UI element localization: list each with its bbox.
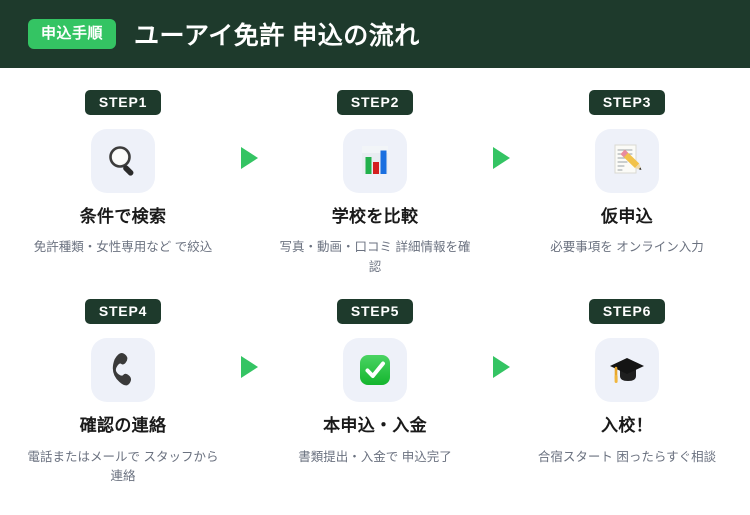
green-check-box-icon [343, 338, 407, 403]
step-title-5: 本申込・入金 [323, 416, 427, 436]
step-desc-4: 電話またはメールで スタッフから連絡 [27, 449, 219, 483]
step-title-3: 仮申込 [601, 207, 653, 226]
step-desc-5: 書類提出・入金で 申込完了 [298, 449, 452, 464]
step-badge-5: STEP5 [336, 299, 414, 325]
play-triangle-right-icon [492, 147, 510, 169]
step-badge-6: STEP6 [588, 299, 666, 325]
step-card-6[interactable]: STEP6 入校！ 合宿スタート 困ったらすぐ相談 [518, 299, 736, 467]
step-badge-3: STEP3 [588, 90, 666, 115]
header-badge: 申込手順 [28, 19, 117, 49]
play-triangle-right-icon [240, 147, 258, 169]
step-arrow-2 [484, 90, 518, 169]
memo-pencil-icon [595, 129, 659, 193]
step-card-5[interactable]: STEP5 本申込・入金 書類提出・入金で 申込完了 [266, 299, 484, 467]
bar-chart-icon [343, 129, 407, 193]
telephone-receiver-icon [91, 338, 155, 403]
step-desc-3: 必要事項を オンライン入力 [550, 240, 704, 255]
step-title-2: 学校を比較 [331, 207, 419, 226]
step-badge-2: STEP2 [336, 90, 414, 115]
play-triangle-right-icon [240, 356, 258, 379]
step-arrow-1 [232, 90, 266, 169]
step-arrow-4 [484, 299, 518, 379]
step-card-3[interactable]: STEP3 [518, 90, 736, 258]
step-desc-1: 免許種類・女性専用など で絞込 [33, 240, 213, 255]
step-desc-2: 写真・動画・口コミ 詳細情報を確認 [279, 240, 471, 274]
page-title: ユーアイ免許 申込の流れ [134, 22, 420, 50]
play-triangle-right-icon [492, 356, 510, 379]
step-title-1: 条件で検索 [79, 207, 167, 226]
magnifying-glass-icon [91, 129, 155, 193]
step-row-1: STEP1 条件で検索 免許種類・女性専用など で絞込 STEP2 [14, 90, 736, 277]
step-title-6: 入校！ [601, 416, 653, 436]
step-desc-6: 合宿スタート 困ったらすぐ相談 [537, 449, 717, 464]
steps-container: STEP1 条件で検索 免許種類・女性専用など で絞込 STEP2 [0, 68, 750, 486]
step-title-4: 確認の連絡 [79, 416, 167, 436]
graduation-cap-icon [595, 338, 659, 403]
step-card-4[interactable]: STEP4 確認の連絡 電話またはメールで スタッフから連絡 [14, 299, 232, 486]
step-card-2[interactable]: STEP2 学校を比較 写真・動画・口コミ 詳細情報を確認 [266, 90, 484, 277]
step-arrow-3 [232, 299, 266, 379]
step-card-1[interactable]: STEP1 条件で検索 免許種類・女性専用など で絞込 [14, 90, 232, 258]
step-badge-4: STEP4 [84, 299, 162, 325]
step-badge-1: STEP1 [84, 90, 162, 115]
step-row-2: STEP4 確認の連絡 電話またはメールで スタッフから連絡 STEP5 [14, 299, 736, 486]
page-header: 申込手順 ユーアイ免許 申込の流れ [0, 0, 750, 68]
